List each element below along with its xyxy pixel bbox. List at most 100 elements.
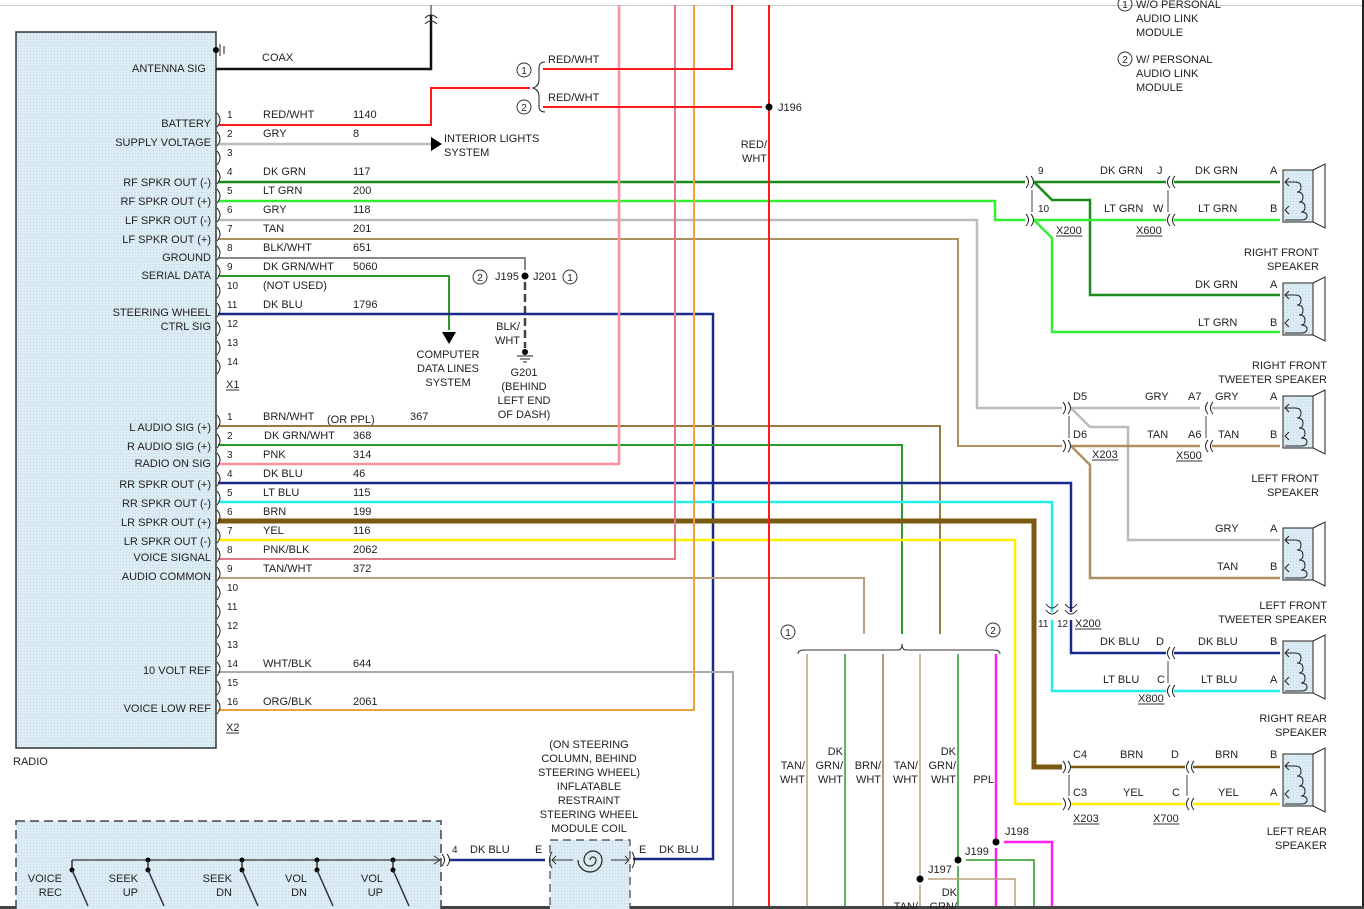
right-front-speaker-body — [1282, 169, 1314, 223]
j198-splice — [992, 838, 1000, 846]
coil-label: INFLATABLE — [557, 781, 621, 793]
rf-a-wire-label: DK GRN — [1195, 165, 1238, 177]
rf-pin-a: A — [1270, 165, 1278, 177]
bottom-wire-label: WHT — [818, 774, 843, 786]
steering-pin4-cavity — [441, 853, 450, 867]
switch-blade-icon — [316, 869, 334, 907]
rr-a-wire2-label: LT BLU — [1201, 674, 1237, 686]
legend-2-num-circle — [1117, 51, 1133, 67]
right-rear-speaker-terminal-icon — [1284, 648, 1290, 686]
x1-wire-color-label: DK BLU — [263, 299, 303, 311]
lf-pin-a: A — [1270, 391, 1278, 403]
j201-label: J201 — [533, 271, 557, 283]
func-label: RF SPKR OUT (+) — [120, 196, 211, 208]
legend-1-text: MODULE — [1136, 27, 1183, 39]
x203-c3-cavity — [1062, 797, 1071, 811]
x2-circuit-number: 115 — [353, 487, 371, 499]
x2-wire-note: (OR PPL) — [327, 414, 375, 426]
g201-ground-label: G201 — [511, 367, 538, 379]
x2-func-label: R AUDIO SIG (+) — [127, 441, 211, 453]
j198-label: J198 — [1005, 826, 1029, 838]
coax-label: COAX — [262, 52, 294, 64]
left-front-speaker-coil-icon — [1285, 407, 1308, 447]
x2-circuit-number: 367 — [410, 411, 428, 423]
red-wht-vertical-label: RED/ — [741, 139, 768, 151]
x2-func-label: LR SPKR OUT (-) — [124, 536, 211, 548]
x1-pin-number: 1 — [227, 110, 233, 121]
x2-pin-number: 12 — [227, 621, 239, 632]
switch-blade-icon — [392, 869, 410, 907]
legend-1-num: 1 — [1122, 0, 1128, 11]
top-border — [0, 5, 1364, 6]
x1-circuit-number: 200 — [353, 185, 371, 197]
bottom-option-2: 2 — [990, 626, 996, 637]
x600-cav-w-label: W — [1153, 203, 1164, 215]
lf-b-wire2-label: TAN — [1218, 429, 1239, 441]
legend-2-text: AUDIO LINK — [1136, 68, 1199, 80]
left-rear-speaker-cone — [1312, 747, 1326, 813]
left-front-tweeter-speaker-cone — [1312, 521, 1326, 587]
left-rear-speaker-body — [1282, 753, 1314, 807]
x1-pin-12-connector — [216, 321, 221, 337]
switch-label: DN — [216, 887, 232, 899]
lf-b-wire-label: TAN — [1147, 429, 1168, 441]
lr-a-wire2-label: YEL — [1218, 787, 1239, 799]
x1-circuit-number: 1796 — [353, 299, 377, 311]
x2-pin-13-connector — [216, 642, 221, 658]
bottom-wire-label: GRN/ — [929, 760, 957, 772]
left-front-speaker-cone — [1312, 389, 1326, 455]
bottom-option-2-circle — [985, 622, 1001, 638]
x1-pin-4-connector — [216, 169, 221, 185]
x2-pin-3-connector — [216, 452, 221, 468]
x2-circuit-number: 644 — [353, 658, 371, 670]
x2-func-label: VOICE LOW REF — [124, 703, 212, 715]
x2-wire-color-label: TAN/WHT — [263, 563, 313, 575]
x2-wire-color-label: PNK/BLK — [263, 544, 310, 556]
x1-wire-color-label: (NOT USED) — [263, 280, 327, 292]
partial-dk-label: DK — [942, 887, 958, 899]
lr-spkr-pos-brn-wire — [218, 518, 1062, 770]
rr-a-wire-label: LT BLU — [1103, 674, 1139, 686]
lf-spkr-neg-gry-wire — [218, 218, 1062, 410]
rr-lt-blu-wire-seg — [1050, 620, 1166, 693]
left-rear-speaker-label: SPEAKER — [1275, 840, 1327, 852]
ground-blk-wht-wire — [218, 257, 526, 270]
j199-branch-wire — [966, 859, 1035, 906]
computer-data-label: SYSTEM — [425, 377, 470, 389]
x1-pin-number: 10 — [227, 281, 239, 292]
bus-arrow-icon — [433, 855, 441, 865]
left-front-tweeter-label: LEFT FRONT — [1259, 600, 1327, 612]
func-ctrl-sig: CTRL SIG — [161, 321, 211, 333]
clockspring-coil-box — [549, 839, 631, 909]
left-front-tweeter-speaker-terminal-icon — [1284, 535, 1290, 573]
x1-circuit-number: 5060 — [353, 261, 377, 273]
x200-label: X200 — [1056, 225, 1082, 237]
switch-label: VOL — [361, 873, 383, 885]
rr-spkr-neg-lt-blu-wire — [218, 500, 1054, 612]
x2-pin-number: 15 — [227, 678, 239, 689]
switch-blade-icon — [147, 869, 165, 907]
coax-connector-icon — [424, 5, 438, 25]
rft-b-wire-label: LT GRN — [1198, 317, 1237, 329]
x203-label: X203 — [1092, 449, 1118, 461]
x200-pin-10-cavity — [1025, 213, 1034, 227]
lf-spkr-pos-tan-wire — [218, 238, 1062, 447]
x2-pin-4-connector — [216, 471, 221, 487]
func-label: GROUND — [162, 252, 211, 264]
x2-pin-16-connector — [216, 699, 221, 715]
r-audio-dk-grn-wht-wire — [218, 444, 903, 634]
rft-pin-a: A — [1270, 279, 1278, 291]
func-label: LF SPKR OUT (-) — [125, 215, 211, 227]
switch-blade-icon — [71, 869, 89, 907]
x1-pin-number: 14 — [227, 357, 239, 368]
voice-signal-pnk-blk-wire — [218, 5, 676, 560]
x2-func-label: LR SPKR OUT (+) — [121, 517, 211, 529]
x203-d6-cavity — [1062, 439, 1071, 453]
coil-left-cavity — [549, 851, 553, 869]
x2-circuit-number: 2061 — [353, 696, 377, 708]
x2-pin-number: 8 — [227, 545, 233, 556]
bottom-wire-label: DK — [941, 746, 957, 758]
x2-pin-number: 6 — [227, 507, 233, 518]
coil-right-cavity — [631, 851, 635, 869]
x2-pin-number: 4 — [227, 469, 233, 480]
